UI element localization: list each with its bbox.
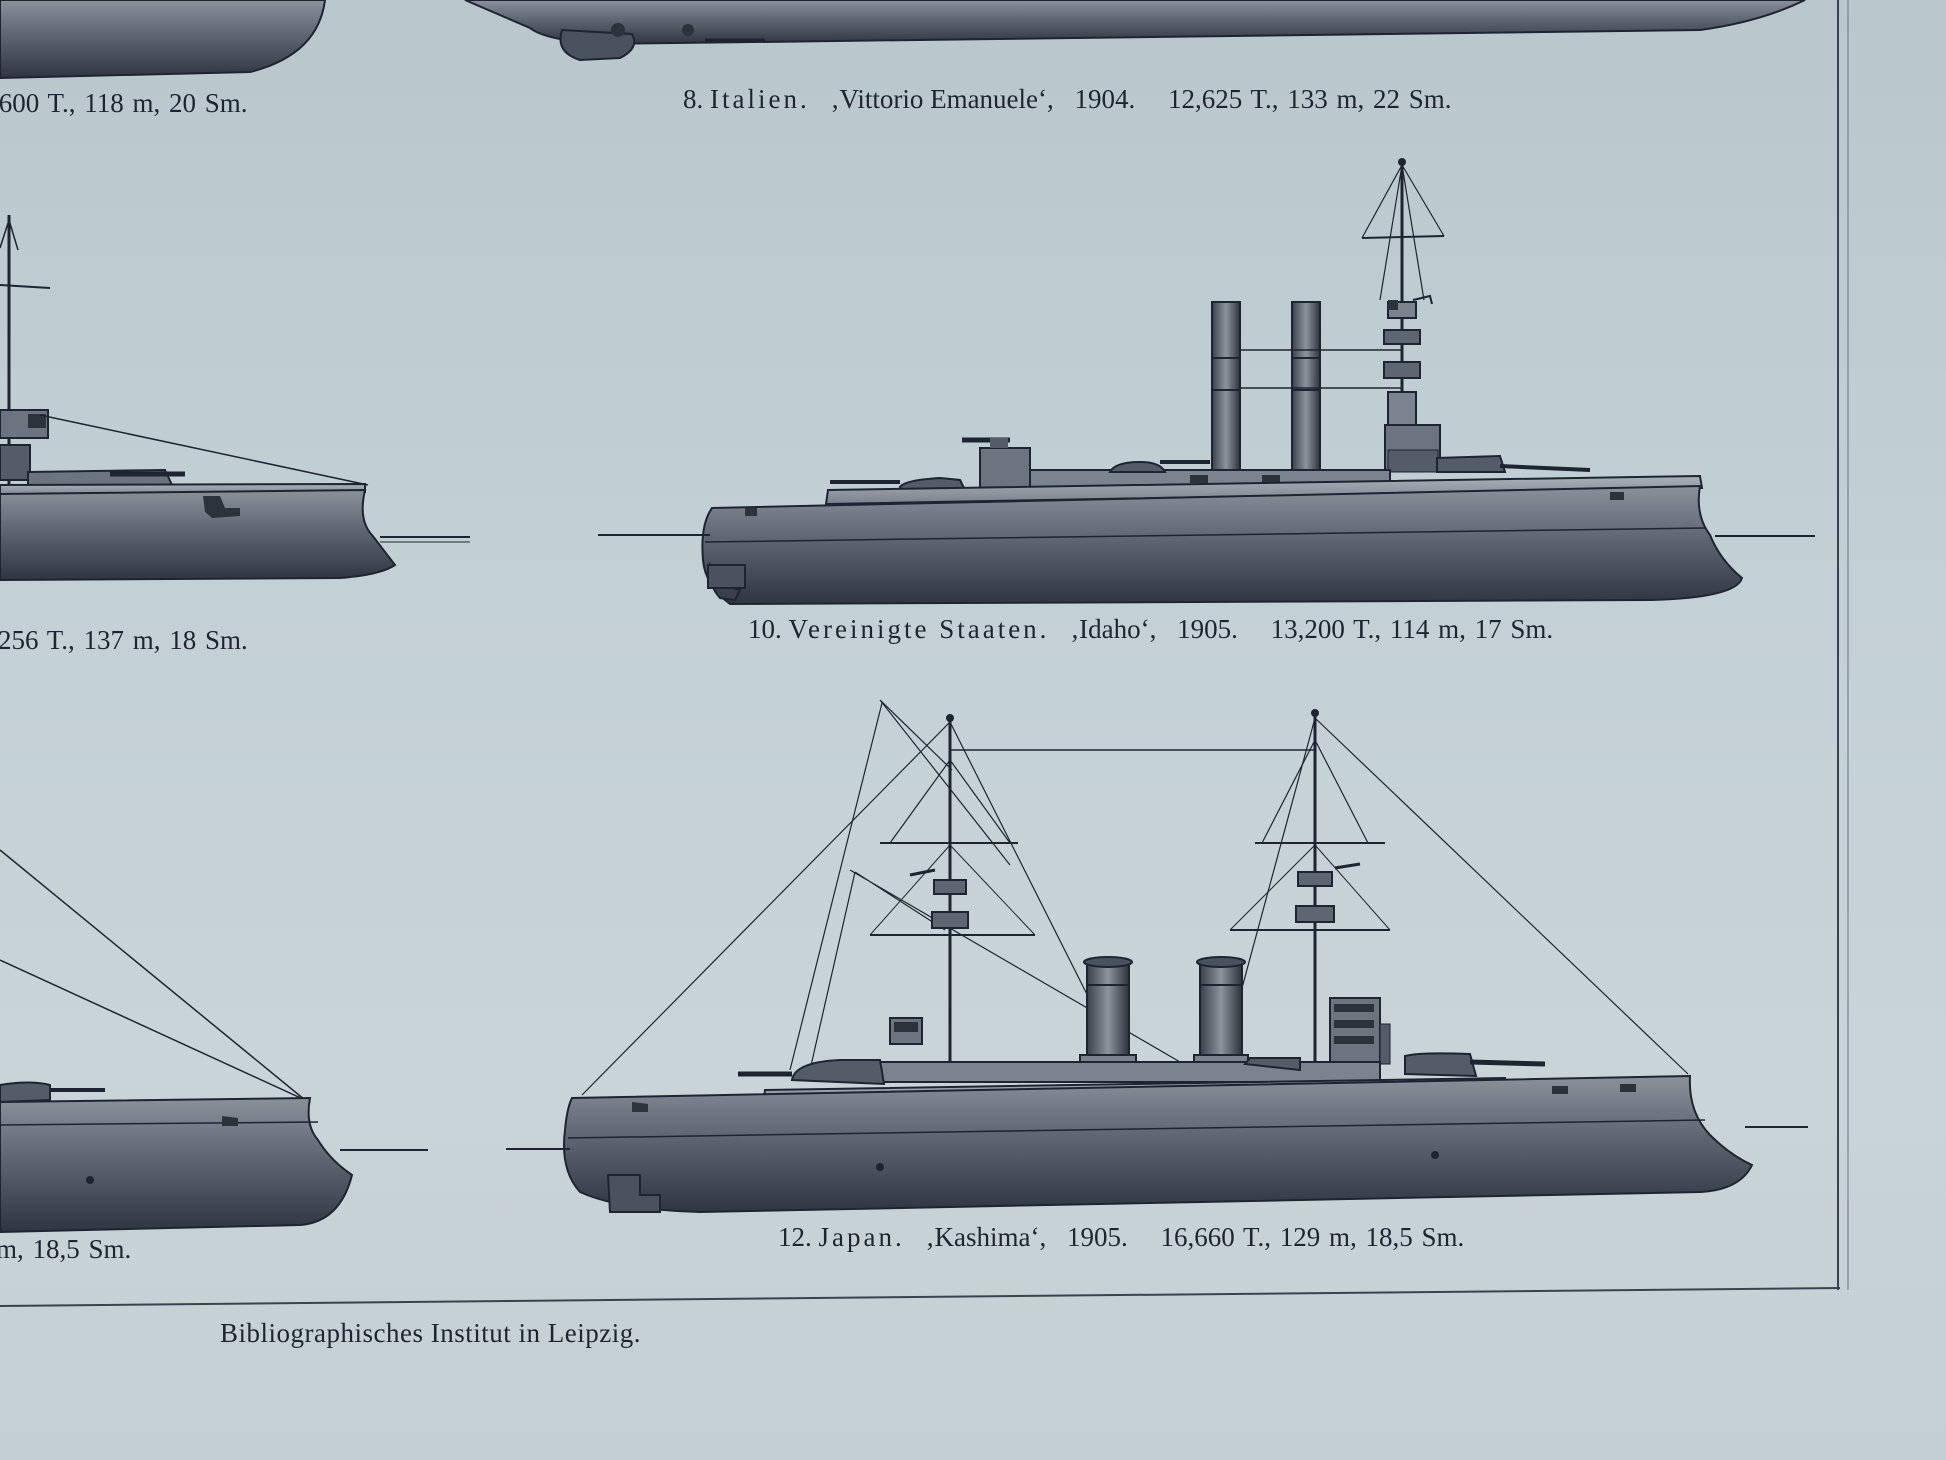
caption-mid-left-partial: 256 T., 137 m, 18 Sm.	[0, 625, 248, 656]
caption-ship-8: 8. Italien. ‚Vittorio Emanuele‘, 1904. 1…	[683, 84, 1452, 115]
caption-spec: 256 T., 137 m, 18 Sm.	[0, 625, 248, 655]
caption-bottom-left-partial: m, 18,5 Sm.	[0, 1234, 131, 1265]
caption-spec: m, 18,5 Sm.	[0, 1234, 132, 1264]
caption-year: 1905.	[1066, 1222, 1128, 1252]
caption-number: 10.	[748, 614, 782, 644]
caption-spec: 13,200 T., 114 m, 17 Sm.	[1270, 614, 1554, 644]
caption-spec: ,600 T., 118 m, 20 Sm.	[0, 88, 248, 118]
caption-number: 12.	[778, 1222, 812, 1252]
ship-top-left-partial	[0, 0, 327, 80]
caption-spec: 16,660 T., 129 m, 18,5 Sm.	[1160, 1222, 1465, 1252]
caption-nation: Italien.	[710, 84, 810, 114]
caption-nation: Vereinigte Staaten.	[788, 614, 1050, 644]
caption-number: 8.	[683, 84, 704, 114]
ship-8-vittorio-emanuele	[464, 0, 1806, 62]
caption-ship-12: 12. Japan. ‚Kashima‘, 1905. 16,660 T., 1…	[778, 1222, 1464, 1253]
publisher-imprint: Bibliographisches Institut in Leipzig.	[220, 1318, 641, 1348]
ship-bottom-left-partial	[0, 849, 428, 1234]
caption-spec: 12,625 T., 133 m, 22 Sm.	[1168, 84, 1452, 114]
caption-ship-10: 10. Vereinigte Staaten. ‚Idaho‘, 1905. 1…	[748, 614, 1553, 645]
ship-mid-left-partial	[0, 215, 470, 582]
ship-12-kashima	[506, 699, 1808, 1214]
caption-nation: Japan.	[818, 1222, 905, 1252]
caption-year: 1904.	[1074, 84, 1136, 114]
caption-ship-name: ‚Kashima‘,	[925, 1222, 1047, 1252]
caption-top-left-partial: ,600 T., 118 m, 20 Sm.	[0, 88, 248, 119]
caption-ship-name: ‚Vittorio Emanuele‘,	[830, 84, 1054, 114]
plate-border-bottom	[0, 1287, 1841, 1307]
ship-10-idaho	[598, 158, 1815, 606]
caption-ship-name: ‚Idaho‘,	[1070, 614, 1157, 644]
caption-year: 1905.	[1177, 614, 1238, 644]
